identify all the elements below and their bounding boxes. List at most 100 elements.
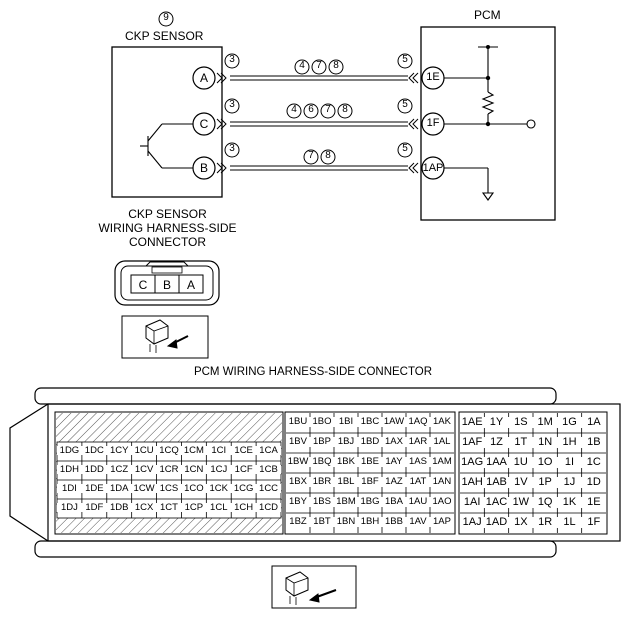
pcm-pin-cell: 1BH xyxy=(358,517,382,527)
pcm-pin-cell: 1BV xyxy=(286,437,310,447)
pcm-pin-cell: 1AO xyxy=(430,497,454,507)
ckp-pin-b-label: B xyxy=(199,161,208,175)
pcm-connector-drawing xyxy=(9,387,621,558)
ckp-sensor-box xyxy=(111,46,223,198)
wire-note: 8 xyxy=(333,60,339,71)
pcm-pin-cell: 1CQ xyxy=(156,445,182,455)
pcm-pin-cell: 1F xyxy=(581,517,606,528)
pcm-pin-cell: 1CA xyxy=(256,445,281,455)
connector-pin-b: B xyxy=(162,278,171,292)
pcm-pin-cell: 1BT xyxy=(310,517,334,527)
connector-view-icon xyxy=(121,315,209,359)
pcm-pin-cell: 1J xyxy=(557,477,582,488)
pcm-pin-cell: 1R xyxy=(533,517,558,528)
pcm-pin-cell: 1DI xyxy=(57,483,82,493)
pcm-pin-cell: 1K xyxy=(557,497,582,508)
pcm-pin-cell: 1AX xyxy=(382,437,406,447)
pcm-pin-cell: 1H xyxy=(557,437,582,448)
pcm-pin-cell: 1DF xyxy=(81,502,107,512)
pcm-pin-cell: 1BS xyxy=(310,497,334,507)
pcm-pin-cell: 1CR xyxy=(156,464,182,474)
pcm-pin-cell: 1BM xyxy=(334,497,358,507)
pcm-pin-cell: 1CN xyxy=(181,464,207,474)
pcm-pin-cell: 1BP xyxy=(310,437,334,447)
pcm-title: PCM xyxy=(474,8,501,22)
pcm-pin-cell: 1CL xyxy=(206,502,232,512)
pcm-pin-cell: 1AB xyxy=(484,476,509,488)
pcm-pin-cell: 1AR xyxy=(406,437,430,447)
pcm-pin-cell: 1D xyxy=(581,477,606,488)
pcm-pin-cell: 1CZ xyxy=(106,464,132,474)
sensor-wire-tag: 3 xyxy=(229,143,235,154)
sensor-number: 9 xyxy=(163,12,169,23)
wire-b-to-1ap xyxy=(230,165,408,171)
wire-tag-circles xyxy=(224,53,413,165)
wire-a-to-1e xyxy=(230,75,408,81)
ckp-pin-c-label: C xyxy=(199,117,209,131)
pcm-pin-cell: 1CB xyxy=(256,464,281,474)
pcm-pin-cell: 1CO xyxy=(181,483,207,493)
pcm-box xyxy=(420,26,556,221)
pcm-pin-cell: 1L xyxy=(557,517,582,528)
pcm-pin-cell: 1BB xyxy=(382,517,406,527)
pcm-pin-cell: 1BN xyxy=(334,517,358,527)
pcm-pin-cell: 1BE xyxy=(358,457,382,467)
pcm-node-dot xyxy=(486,45,490,49)
pcm-pin-cell: 1DJ xyxy=(57,502,82,512)
pcm-pin-cell: 1B xyxy=(581,437,606,448)
pcm-node-dot xyxy=(485,121,491,127)
pcm-pin-cell: 1C xyxy=(581,457,606,468)
pcm-pin-cell: 1S xyxy=(508,417,533,428)
ckp-sensor-title: CKP SENSOR xyxy=(125,29,204,43)
sensor-connector-caption-3: CONNECTOR xyxy=(128,235,207,249)
sensor-wire-tag: 3 xyxy=(229,54,235,65)
pcm-pin-cell: 1CY xyxy=(106,445,132,455)
pcm-pin-cell: 1P xyxy=(533,477,558,488)
pcm-pin-cell: 1AU xyxy=(406,497,430,507)
wire-note: 8 xyxy=(325,150,331,161)
wire-note: 7 xyxy=(325,104,331,115)
connector-pin-c: C xyxy=(138,278,148,292)
pcm-pin-cell: 1CH xyxy=(231,502,257,512)
pcm-pin-cell: 1X xyxy=(508,517,533,528)
pcm-pin-cell: 1DC xyxy=(81,445,107,455)
pcm-pin-cell: 1CU xyxy=(131,445,157,455)
pcm-pin-cell: 1CJ xyxy=(206,464,232,474)
pcm-pin-cell: 1Q xyxy=(533,497,558,508)
pcm-pin-cell: 1I xyxy=(557,457,582,468)
pcm-pin-cell: 1BD xyxy=(358,437,382,447)
pcm-pin-cell: 1T xyxy=(508,437,533,448)
pcm-pin-cell: 1AT xyxy=(406,477,430,487)
pcm-pin-cell: 1AH xyxy=(460,476,485,488)
pcm-pin-cell: 1AJ xyxy=(460,517,485,528)
pcm-pin-cell: 1DG xyxy=(57,445,82,455)
pcm-pin-cell: 1AQ xyxy=(406,417,430,427)
pcm-connector-caption: PCM WIRING HARNESS-SIDE CONNECTOR xyxy=(193,366,433,378)
ckp-pin-a-circle xyxy=(192,66,216,90)
pcm-pin-cell: 1Y xyxy=(484,417,509,428)
pcm-pin-cell: 1AZ xyxy=(382,477,406,487)
ckp-connector-drawing xyxy=(114,260,220,306)
pcm-pin-cell: 1CE xyxy=(231,445,257,455)
wire-note: 7 xyxy=(316,60,322,71)
pcm-output-terminal xyxy=(526,119,536,129)
pcm-pin-cell: 1CC xyxy=(256,483,281,493)
connector-pin-a: A xyxy=(186,278,195,292)
pcm-pin-cell: 1BX xyxy=(286,477,310,487)
pcm-pin-cell: 1CK xyxy=(206,483,232,493)
pcm-pin-1ap-label: 1AP xyxy=(422,162,444,174)
pcm-side-chevrons xyxy=(408,72,419,174)
pcm-pin-cell: 1Z xyxy=(484,437,509,448)
pcm-pin-cell: 1DB xyxy=(106,502,132,512)
pcm-pin-cell: 1CV xyxy=(131,464,157,474)
pcm-pin-1f-label: 1F xyxy=(426,117,440,129)
sensor-connector-caption-1: CKP SENSOR xyxy=(128,207,207,221)
pcm-pin-cell: 1AV xyxy=(406,517,430,527)
pcm-node-dot xyxy=(485,75,491,81)
pcm-pin-cell: 1CM xyxy=(181,445,207,455)
pcm-pin-cell: 1N xyxy=(533,437,558,448)
pcm-pin-cell: 1DE xyxy=(81,483,107,493)
pcm-pin-cell: 1AY xyxy=(382,457,406,467)
pcm-pin-cell: 1AI xyxy=(460,497,485,508)
pcm-pin-cell: 1BW xyxy=(286,456,310,467)
